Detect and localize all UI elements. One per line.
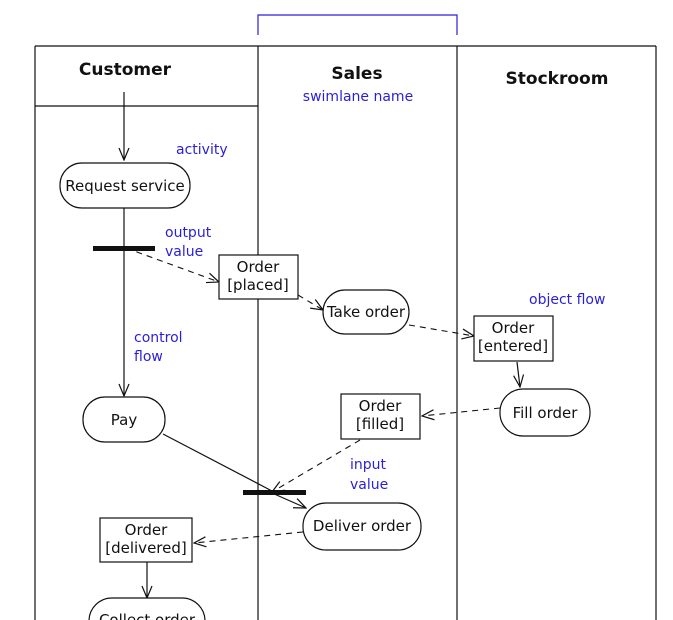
activity-request-service: Request service (59, 162, 191, 209)
annotation-object-flow: object flow (529, 292, 605, 308)
annotation-input-value-line2: value (350, 477, 388, 493)
object-order-filled: Order [filled] (340, 393, 421, 440)
flow-entered-to-fill (517, 361, 520, 387)
object-order-placed-line2: [placed] (227, 276, 289, 294)
annotation-output-value-line2: value (165, 244, 203, 260)
activity-fill-order: Fill order (499, 388, 591, 437)
swimlane-frame (34, 45, 657, 620)
activity-pay: Pay (82, 396, 166, 443)
activity-collect-order: Collect order (88, 597, 206, 620)
object-order-filled-line2: [filled] (356, 415, 404, 433)
lane-title-stockroom: Stockroom (506, 69, 609, 89)
activity-collect-order-label: Collect order (99, 611, 196, 620)
activity-pay-label: Pay (111, 411, 138, 429)
object-order-delivered-line1: Order (125, 521, 168, 539)
lane-title-sales: Sales (331, 64, 382, 84)
object-order-entered-line1: Order (492, 319, 535, 337)
object-flow-filled-to-join (272, 439, 361, 492)
flow-join-to-deliver (271, 492, 306, 508)
object-order-filled-line1: Order (359, 397, 402, 415)
object-order-delivered: Order [delivered] (99, 517, 193, 563)
object-order-delivered-line2: [delivered] (105, 539, 186, 557)
object-order-entered: Order [entered] (473, 315, 554, 362)
flow-pay-to-join (162, 433, 273, 492)
object-flow-take-to-entered (408, 324, 474, 336)
activity-deliver-order: Deliver order (302, 502, 422, 551)
join-bar (243, 490, 306, 495)
activity-take-order: Take order (322, 289, 410, 335)
swimlane-bracket (257, 14, 458, 35)
annotation-output-value-line1: output (165, 225, 212, 241)
object-flow-fill-to-filled (422, 407, 501, 416)
object-flow-fork-to-placed (125, 247, 219, 282)
annotation-control-flow-line2: flow (134, 349, 163, 365)
object-order-placed: Order [placed] (218, 254, 299, 300)
annotation-control-flow-line1: control (134, 330, 183, 346)
lane-title-customer: Customer (79, 60, 172, 80)
activity-request-service-label: Request service (65, 177, 184, 195)
object-flow-deliver-to-delivered (194, 531, 304, 543)
object-flow-placed-to-take (297, 294, 323, 310)
object-order-entered-line2: [entered] (478, 337, 548, 355)
object-order-placed-line1: Order (237, 258, 280, 276)
annotation-input-value-line1: input (350, 457, 387, 473)
activity-take-order-label: Take order (326, 303, 406, 321)
activity-deliver-order-label: Deliver order (313, 517, 412, 535)
activity-fill-order-label: Fill order (513, 404, 579, 422)
annotation-activity: activity (176, 142, 228, 158)
fork-bar (93, 246, 155, 251)
annotation-swimlane-name: swimlane name (303, 89, 413, 105)
